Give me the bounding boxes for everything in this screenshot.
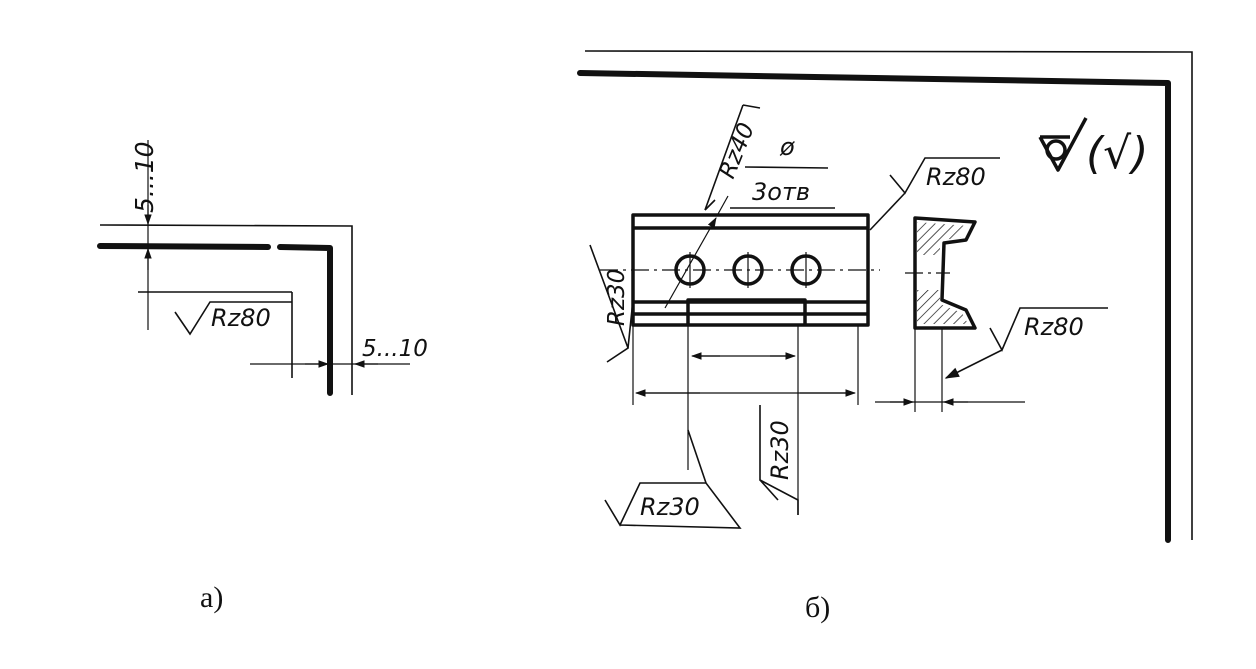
hole-roughness-callout: Rz40 ø 3отв	[664, 104, 835, 309]
caption-a: а)	[200, 581, 223, 614]
corner-outline	[97, 243, 333, 396]
slot	[686, 298, 807, 325]
bottom-left-roughness-label: Rz30	[640, 493, 700, 521]
channel-hatch-bottom	[917, 290, 968, 324]
hole-3	[790, 252, 822, 288]
diameter-symbol: ø	[779, 133, 795, 161]
figure-b: (√) Rz40 ø	[577, 50, 1193, 624]
top-edge-roughness-label: Rz80	[926, 163, 986, 191]
slot-roughness: Rz30	[759, 405, 799, 515]
caption-b: б)	[805, 591, 830, 624]
channel-outline	[913, 216, 977, 330]
profile-roughness-label: Rz80	[1024, 313, 1084, 341]
left-edge-roughness-label: Rz30	[604, 269, 630, 326]
hole-1	[674, 252, 706, 288]
frame-outer	[584, 50, 1193, 540]
slot-roughness-label: Rz30	[766, 420, 794, 480]
channel-hatch-top	[917, 222, 968, 255]
channel-profile	[875, 216, 1025, 412]
general-roughness-bracket: (√)	[1086, 128, 1148, 179]
offset-line-top	[99, 224, 353, 395]
frame-inner	[577, 70, 1171, 543]
top-edge-roughness: Rz80	[869, 157, 1000, 231]
dim-text-horizontal: 5...10	[362, 336, 428, 362]
roughness-sign	[174, 301, 292, 336]
holes-note: 3отв	[752, 178, 810, 206]
hole-roughness-label: Rz40	[714, 119, 760, 182]
figure-a: 5...10 5...10 Rz80 а)	[97, 140, 428, 614]
bottom-left-roughness: Rz30	[604, 429, 742, 529]
profile-roughness: Rz80	[944, 307, 1108, 379]
left-edge-roughness: Rz30	[589, 244, 634, 363]
dim-text-vertical: 5...10	[130, 141, 159, 213]
general-roughness-sign: (√)	[1038, 117, 1148, 179]
roughness-label: Rz80	[211, 304, 271, 332]
hole-2	[732, 252, 764, 288]
